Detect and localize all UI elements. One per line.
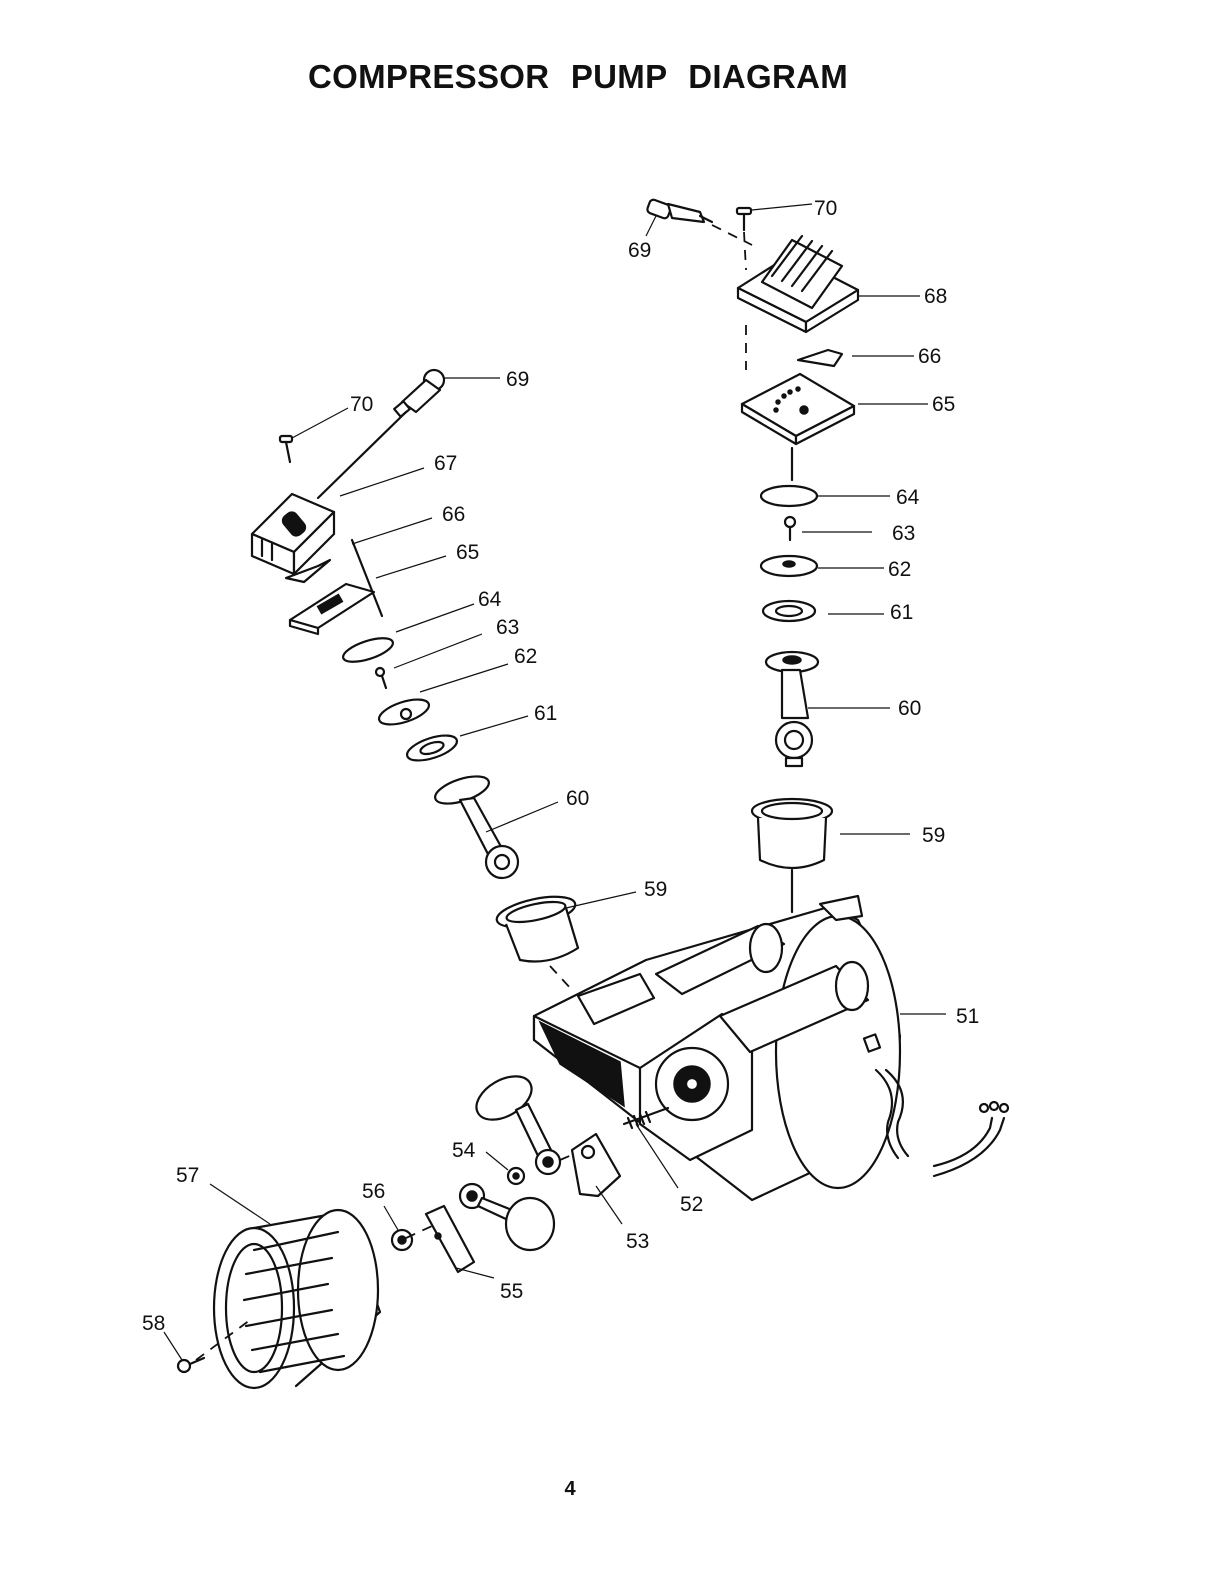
callout-55: 55 <box>500 1280 523 1303</box>
callout-63-right: 63 <box>892 522 915 545</box>
callout-68-right: 68 <box>924 285 947 308</box>
callout-64-left: 64 <box>478 588 502 611</box>
eccentric-53 <box>570 1132 622 1198</box>
motor-housing-51 <box>532 894 902 1202</box>
left-cylinder-assembly <box>250 368 580 991</box>
callout-61-left: 61 <box>534 702 557 725</box>
cylinder-sleeve-59-right <box>750 797 834 870</box>
callout-69-right: 69 <box>628 239 651 262</box>
connecting-rod-60-right <box>764 650 820 768</box>
screw-63-right <box>783 515 797 542</box>
callout-63-left: 63 <box>496 616 519 639</box>
cup-61-left <box>405 734 459 762</box>
callout-66-left: 66 <box>442 503 465 526</box>
cylinder-head-68-right <box>736 234 860 334</box>
callout-60-left: 60 <box>566 787 589 810</box>
page-number: 4 <box>564 1478 576 1500</box>
fan-57 <box>212 1208 382 1390</box>
nut-56 <box>390 1228 414 1252</box>
screw-70-right <box>735 206 753 232</box>
connecting-rod-60-left <box>434 775 520 880</box>
callout-61-right: 61 <box>890 601 913 624</box>
callout-58: 58 <box>142 1312 165 1335</box>
fitting-69-left <box>393 368 446 418</box>
retainer-62-left <box>377 698 431 726</box>
callout-64-right: 64 <box>896 486 920 509</box>
fitting-69-right <box>646 198 714 224</box>
callout-70-left: 70 <box>350 393 373 416</box>
leader-lines <box>163 203 946 1361</box>
callout-52: 52 <box>680 1193 703 1216</box>
nut-54 <box>506 1166 526 1186</box>
connecting-rod-second <box>458 1182 556 1252</box>
callout-59-right: 59 <box>922 824 945 847</box>
gasket-66-left <box>284 558 332 584</box>
callout-54: 54 <box>452 1139 476 1162</box>
callout-57: 57 <box>176 1164 199 1187</box>
bolt-58 <box>176 1356 206 1374</box>
gasket-66-right <box>796 348 844 368</box>
power-cord <box>874 1068 900 1160</box>
screw-70-left <box>278 434 294 464</box>
cup-61-right <box>761 599 817 623</box>
valve-plate-65-right <box>740 372 856 446</box>
callout-67-left: 67 <box>434 452 457 475</box>
callout-62-left: 62 <box>514 645 537 668</box>
connecting-rod-lower <box>475 1075 562 1176</box>
callout-69-left: 69 <box>506 368 529 391</box>
callout-65-right: 65 <box>932 393 955 416</box>
shaft-52 <box>622 1106 670 1130</box>
screw-63-left <box>374 666 388 690</box>
callout-70-right: 70 <box>814 197 837 220</box>
callout-65-left: 65 <box>456 541 479 564</box>
wire-leads <box>932 1116 994 1168</box>
o-ring-64-left <box>342 637 394 663</box>
o-ring-64-right <box>759 484 819 508</box>
callout-62-right: 62 <box>888 558 911 581</box>
counterweight-55 <box>424 1204 476 1274</box>
callout-51: 51 <box>956 1005 979 1028</box>
page-title: COMPRESSOR PUMP DIAGRAM <box>308 58 848 95</box>
right-cylinder-assembly <box>646 198 860 914</box>
retainer-62-right <box>759 554 819 578</box>
callout-56: 56 <box>362 1180 385 1203</box>
callout-labels: 70 69 68 66 65 64 63 62 61 60 59 51 69 7… <box>142 197 979 1335</box>
cylinder-sleeve-59-left <box>495 895 580 963</box>
cylinder-head-67-left <box>250 492 336 576</box>
callout-53: 53 <box>626 1230 649 1253</box>
callout-59-left: 59 <box>644 878 667 901</box>
callout-60-right: 60 <box>898 697 921 720</box>
valve-plate-65-left <box>288 582 376 636</box>
callout-66-right: 66 <box>918 345 941 368</box>
